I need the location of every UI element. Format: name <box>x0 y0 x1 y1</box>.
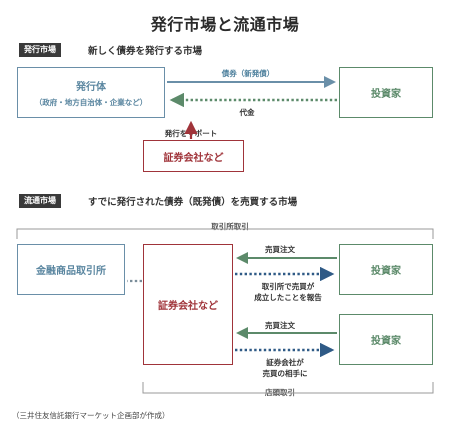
primary-securities-label: 証券会社など <box>163 152 224 164</box>
trade-order-bottom-label: 売買注文 <box>265 321 295 330</box>
issuer-box: 発行体 （政府・地方自治体・企業など） <box>17 67 165 118</box>
secondary-investor-bottom-label: 投資家 <box>371 336 401 347</box>
exchange-trading-label: 取引所取引 <box>200 221 260 232</box>
primary-investor-label: 投資家 <box>371 89 401 100</box>
issuer-examples: （政府・地方自治体・企業など） <box>34 97 148 107</box>
exchange-label: 金融商品取引所 <box>36 266 106 277</box>
exchange-trading-bracket <box>16 228 434 239</box>
secondary-investor-top-box: 投資家 <box>339 244 433 295</box>
payment-label: 代金 <box>239 108 255 117</box>
secondary-market-badge: 流通市場 <box>19 194 61 208</box>
secondary-investor-top-label: 投資家 <box>371 266 401 277</box>
trade-order-top-label: 売買注文 <box>265 245 295 254</box>
page-title: 発行市場と流通市場 <box>150 15 300 34</box>
secondary-market-description: すでに発行された債券（既発債）を売買する市場 <box>88 197 298 208</box>
secondary-securities-label: 証券会社など <box>158 301 218 312</box>
otc-trading-bracket <box>142 382 434 394</box>
primary-securities-box: 証券会社など <box>143 140 244 172</box>
primary-investor-box: 投資家 <box>339 67 433 118</box>
report-line-2: 成立したことを報告 <box>254 293 322 302</box>
issuer-name: 発行体 <box>76 81 106 93</box>
primary-market-description: 新しく債券を発行する市場 <box>88 46 203 57</box>
report-line-1: 取引所で売買が <box>261 282 315 291</box>
bond-new-issue-label: 債券（新発債） <box>221 69 275 78</box>
counterparty-line-2: 売買の相手に <box>262 369 308 378</box>
secondary-investor-bottom-box: 投資家 <box>339 314 433 365</box>
primary-market-badge: 発行市場 <box>19 43 61 57</box>
secondary-securities-box: 証券会社など <box>143 244 233 365</box>
counterparty-line-1: 証券会社が <box>266 358 304 367</box>
exchange-box: 金融商品取引所 <box>17 244 125 295</box>
source-note: （三井住友信託銀行マーケット企画部が作成） <box>12 411 170 420</box>
